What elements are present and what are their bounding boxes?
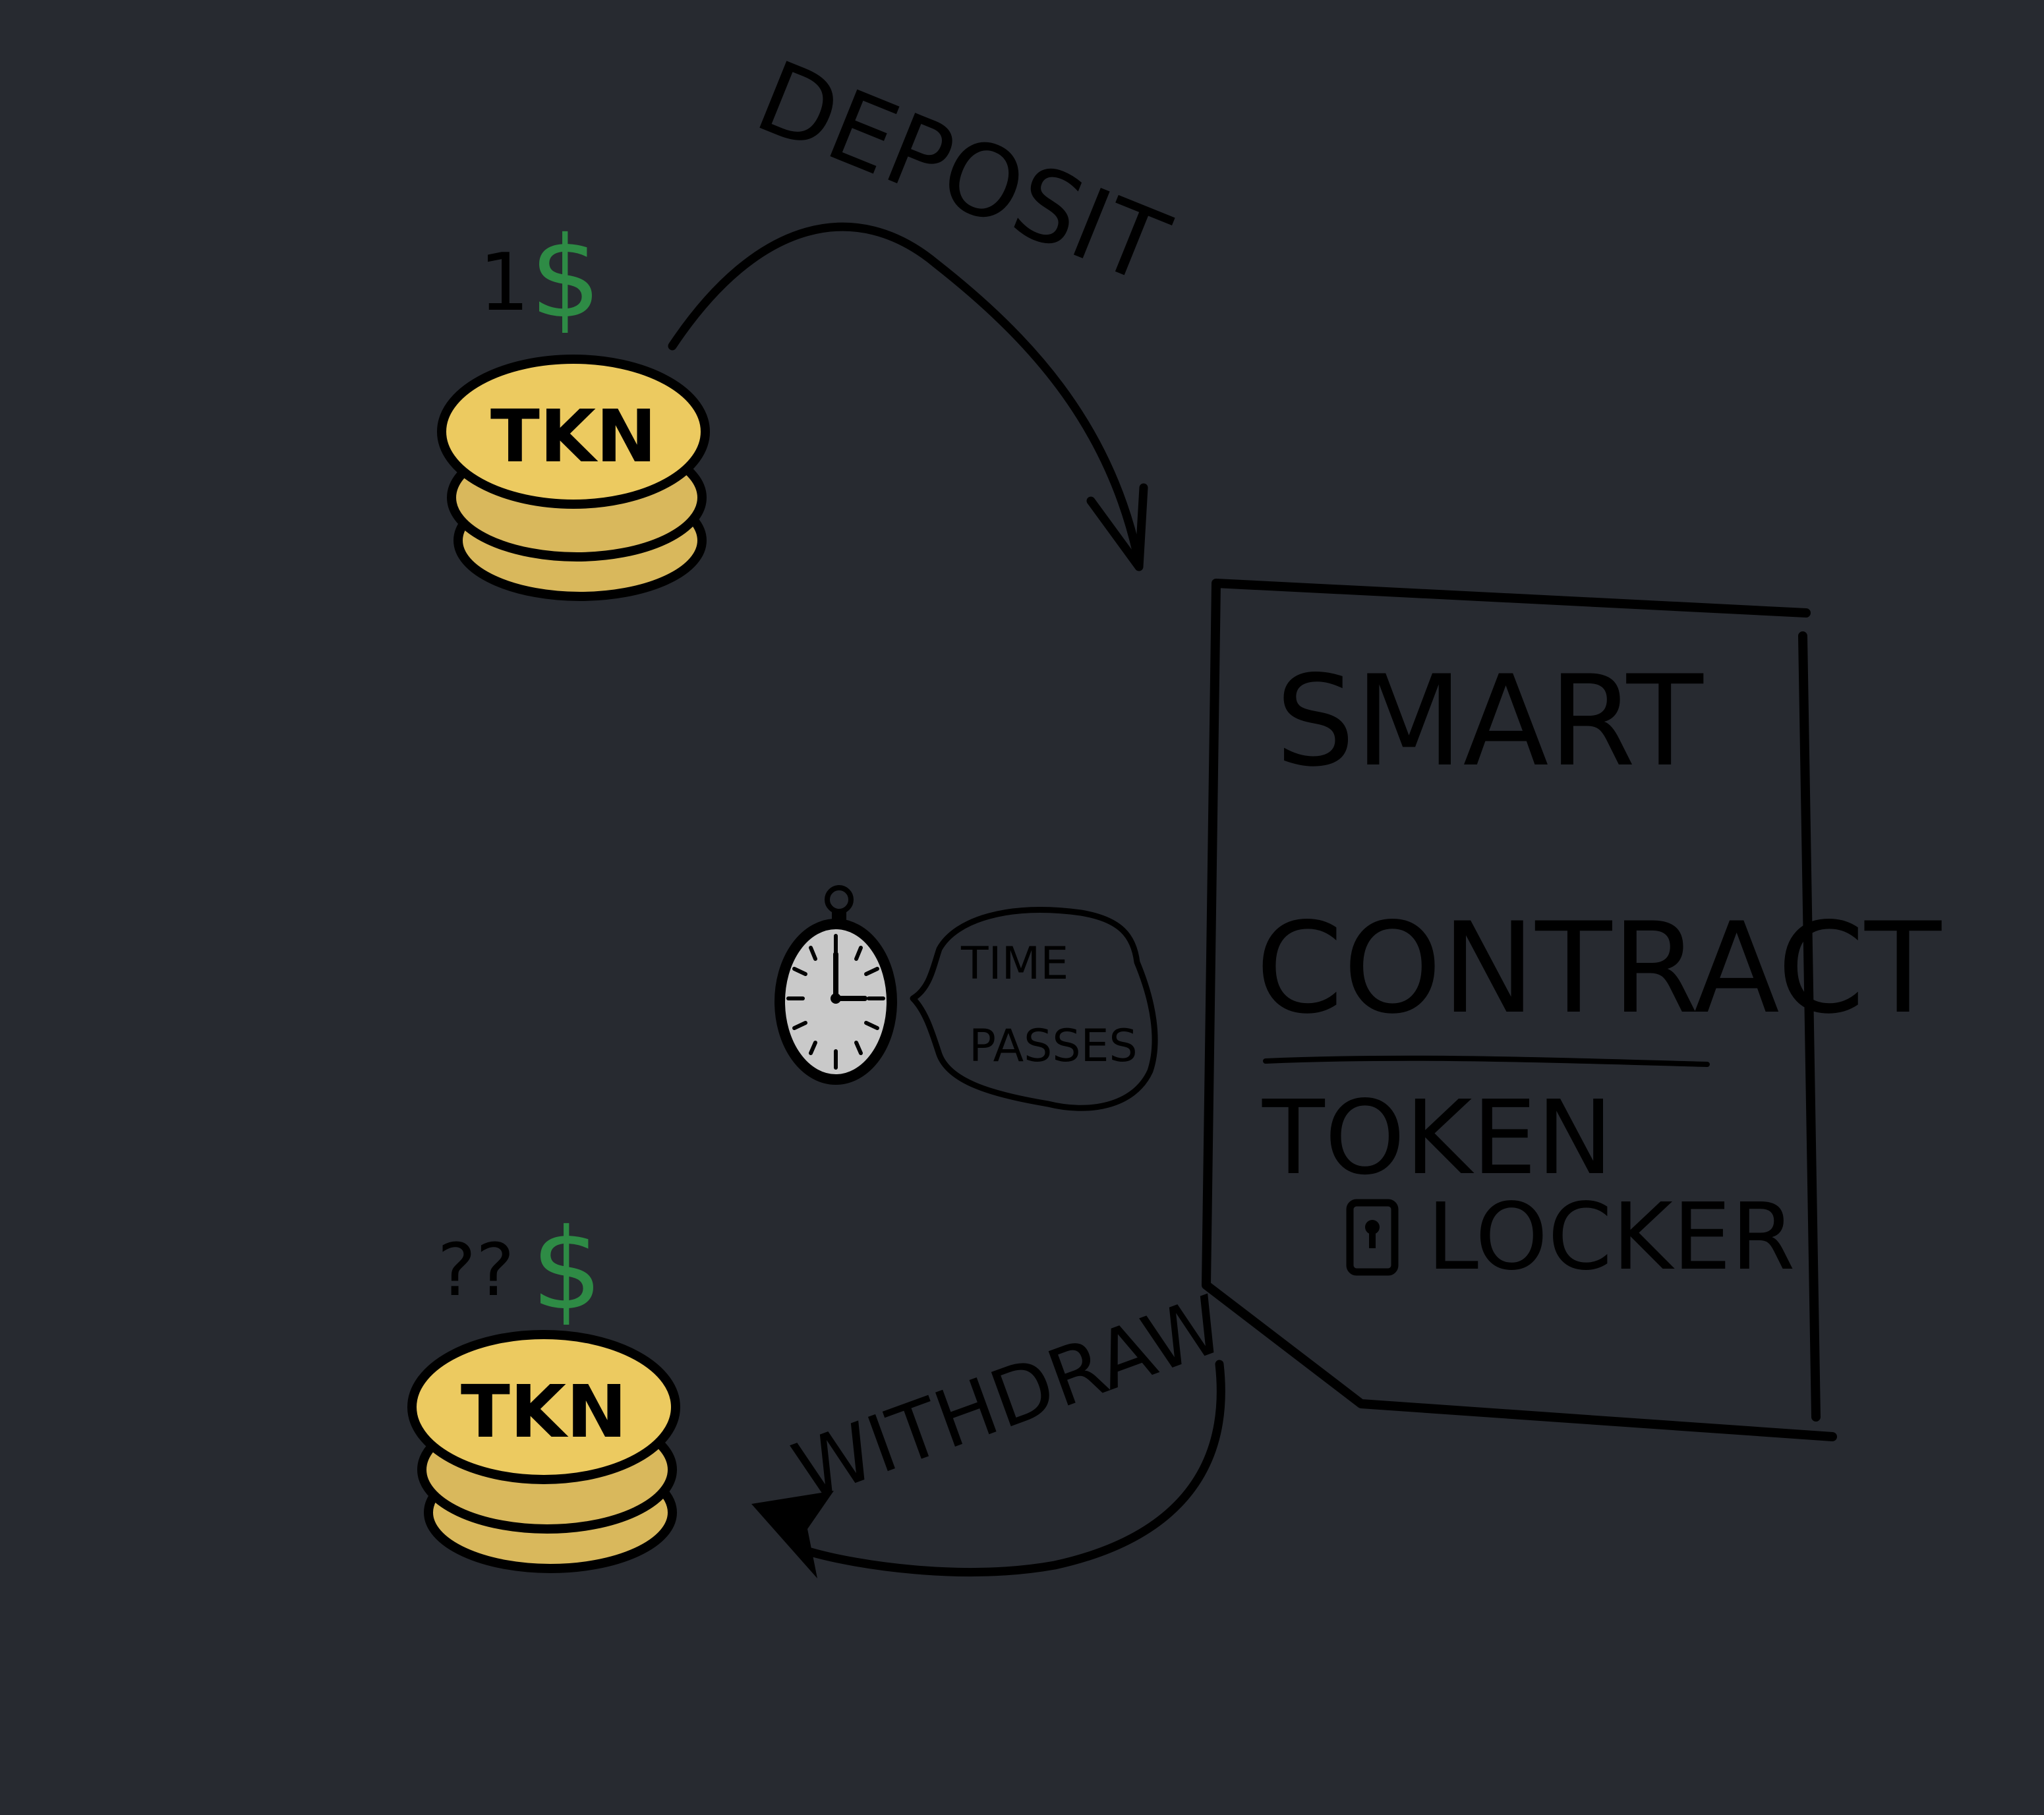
withdraw-arrow-icon [751, 1360, 1225, 1578]
contract-title-line1: SMART [1275, 648, 1704, 794]
bottom-price: ?? $ [438, 1205, 602, 1335]
bottom-coin-label: TKN [461, 1369, 627, 1454]
bottom-price-amount: ?? [438, 1228, 515, 1312]
deposit-label: DEPOSIT [742, 40, 1183, 306]
top-price: 1 $ [479, 213, 601, 343]
contract-subtitle-line1: TOKEN [1262, 1078, 1613, 1197]
withdraw-label: WITHDRAW [782, 1279, 1237, 1518]
deposit-arrow-icon [668, 222, 1148, 571]
top-price-dollar-icon: $ [530, 213, 601, 343]
bottom-price-dollar-icon: $ [531, 1205, 602, 1335]
bubble-line1: TIME [960, 938, 1068, 990]
contract-title-line2: CONTRACT [1256, 896, 1942, 1041]
time-bubble [910, 907, 1158, 1111]
bubble-line2: PASSES [969, 1020, 1138, 1072]
top-price-amount: 1 [479, 237, 529, 329]
padlock-icon [1346, 1199, 1399, 1276]
contract-subtitle-line2: LOCKER [1427, 1184, 1796, 1291]
smart-contract-box [1202, 579, 1837, 1441]
bottom-coin-stack-icon: TKN [407, 1330, 680, 1573]
top-coin-stack-icon: TKN [437, 355, 710, 601]
top-coin-label: TKN [490, 394, 657, 478]
stopwatch-icon [774, 885, 897, 1085]
